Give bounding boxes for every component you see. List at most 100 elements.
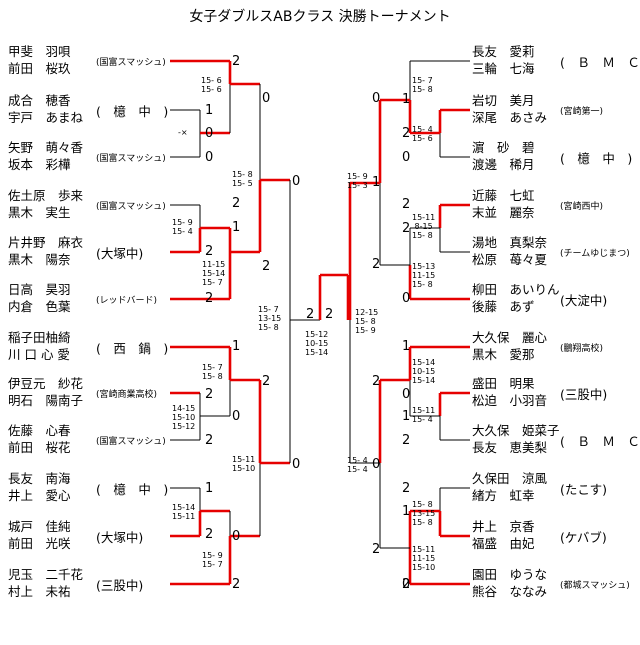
left-team-name: ( 西 鍋 ) xyxy=(96,341,169,356)
left-player-2: 村上 未祐 xyxy=(8,584,71,599)
match-score: 2 xyxy=(402,433,411,448)
left-player-2: 前田 桜花 xyxy=(8,440,71,455)
set-scores: 15-14 15-11 xyxy=(172,503,196,521)
set-scores: 15-14 10-15 15-14 xyxy=(412,358,436,385)
set-scores: 15-11 15-10 xyxy=(232,455,256,473)
left-team-name: (レッドバード) xyxy=(96,296,158,306)
right-team-name: (三股中) xyxy=(560,387,608,402)
match-score: 2 xyxy=(402,481,411,496)
match-score: 0 xyxy=(205,126,214,141)
match-score: 0 xyxy=(402,387,411,402)
set-scores: 15-11 11-15 15-10 xyxy=(412,545,436,572)
match-score: 1 xyxy=(402,92,411,107)
right-team-name: (都城スマッシュ) xyxy=(560,581,630,591)
match-score: 0 xyxy=(402,150,411,165)
match-score: 1 xyxy=(232,220,241,235)
page-title: 女子ダブルスABクラス 決勝トーナメント xyxy=(189,9,451,25)
match-score: 0 xyxy=(232,529,241,544)
left-player-2: 黒木 陽奈 xyxy=(8,252,71,267)
set-scores: 15- 7 13-15 15- 8 xyxy=(258,305,282,332)
left-team-name: (大塚中) xyxy=(96,530,144,545)
right-player-2: 熊谷 ななみ xyxy=(472,584,548,599)
set-scores: 15-11 15- 4 xyxy=(412,406,436,424)
set-scores: 12-15 15- 8 15- 9 xyxy=(355,308,379,335)
left-player-2: 黒木 実生 xyxy=(8,205,71,220)
left-player-2: 前田 光咲 xyxy=(8,536,71,551)
left-player-2: 前田 桜玖 xyxy=(8,61,71,76)
match-score: 0 xyxy=(232,409,241,424)
match-score: 0 xyxy=(205,150,214,165)
left-team-name: ( 檍 中 ) xyxy=(96,104,169,119)
set-scores: 15- 9 15- 7 xyxy=(202,551,223,569)
left-player-2: 坂本 彩樺 xyxy=(8,157,71,172)
match-score: 0 xyxy=(292,457,301,472)
left-team-name: (国富スマッシュ) xyxy=(96,154,166,164)
set-scores: 15- 8 15- 5 xyxy=(232,170,253,188)
left-player-1: 城戸 佳純 xyxy=(8,519,71,534)
right-player-2: 長友 恵美梨 xyxy=(472,440,548,455)
match-score: 1 xyxy=(205,103,214,118)
match-score: 2 xyxy=(402,197,411,212)
right-player-1: 濵 砂 碧 xyxy=(472,140,535,155)
right-player-2: 黒木 愛那 xyxy=(472,347,535,362)
left-team-name: (国富スマッシュ) xyxy=(96,58,166,68)
match-score: 2 xyxy=(232,54,241,69)
right-team-name: (大淀中) xyxy=(560,293,608,308)
right-player-1: 柳田 あいりん xyxy=(472,282,560,297)
set-scores: 15- 4 15- 4 xyxy=(347,456,368,474)
set-scores: 15-11 8-15 15- 8 xyxy=(412,213,436,240)
set-scores: 15- 7 15- 8 xyxy=(412,76,433,94)
match-score: 0 xyxy=(372,91,381,106)
match-score: 2 xyxy=(402,126,411,141)
left-team-name: (大塚中) xyxy=(96,246,144,261)
match-score: 1 xyxy=(402,339,411,354)
right-player-2: 末並 麗奈 xyxy=(472,205,535,220)
right-team-name: (鵬翔高校) xyxy=(560,344,604,354)
left-player-1: 成合 穂香 xyxy=(8,93,71,108)
right-player-1: 長友 愛莉 xyxy=(472,44,535,59)
set-scores: 14-15 15-10 15-12 xyxy=(172,404,196,431)
set-scores: 11-15 15-14 15- 7 xyxy=(202,260,226,287)
left-player-2: 明石 陽南子 xyxy=(8,393,84,408)
match-score: 2 xyxy=(232,196,241,211)
match-score: 2 xyxy=(325,307,334,322)
left-player-1: 児玉 二千花 xyxy=(8,567,84,582)
left-team-name: (三股中) xyxy=(96,578,144,593)
match-score: 0 xyxy=(262,91,271,106)
left-team-name: (宮崎商業高校) xyxy=(96,390,158,400)
match-score: 0 xyxy=(402,577,411,592)
left-player-1: 片井野 麻衣 xyxy=(8,235,84,250)
right-player-2: 後藤 あず xyxy=(472,299,535,314)
right-player-1: 岩切 美月 xyxy=(472,93,535,108)
right-player-2: 三輪 七海 xyxy=(472,61,535,76)
left-team-name: (国富スマッシュ) xyxy=(96,437,166,447)
match-score: 1 xyxy=(402,504,411,519)
set-scores: 15-12 10-15 15-14 xyxy=(305,330,329,357)
right-player-1: 盛田 明果 xyxy=(472,376,535,391)
right-team-name: (ケバブ) xyxy=(560,530,607,545)
match-score: 1 xyxy=(205,481,214,496)
right-player-1: 湯地 真梨奈 xyxy=(472,235,548,250)
match-score: 2 xyxy=(402,221,411,236)
match-score: 2 xyxy=(306,307,315,322)
right-player-2: 深尾 あさみ xyxy=(472,110,548,125)
match-score: 2 xyxy=(205,387,214,402)
right-team-name: ( 檍 中 ) xyxy=(560,151,633,166)
right-player-2: 渡邊 稀月 xyxy=(472,157,535,172)
match-score: 2 xyxy=(232,577,241,592)
right-player-1: 久保田 涼風 xyxy=(472,471,548,486)
match-score: 2 xyxy=(262,374,271,389)
right-player-2: 松原 苺々夏 xyxy=(472,252,548,267)
right-team-name: (宮崎西中) xyxy=(560,202,604,212)
left-player-1: 甲斐 羽唄 xyxy=(8,44,71,59)
right-team-name: ( Ｂ Ｍ Ｃ ) xyxy=(560,55,640,70)
left-player-1: 佐土原 歩来 xyxy=(8,188,84,203)
match-score: 0 xyxy=(402,291,411,306)
left-player-1: 矢野 萌々香 xyxy=(8,140,84,155)
left-team-name: (国富スマッシュ) xyxy=(96,202,166,212)
right-team-name: (たこす) xyxy=(560,482,608,497)
set-scores: 15- 6 15- 6 xyxy=(201,76,222,94)
right-team-name: ( Ｂ Ｍ Ｃ ) xyxy=(560,434,640,449)
set-scores: 15- 8 13-15 15- 8 xyxy=(412,500,436,527)
